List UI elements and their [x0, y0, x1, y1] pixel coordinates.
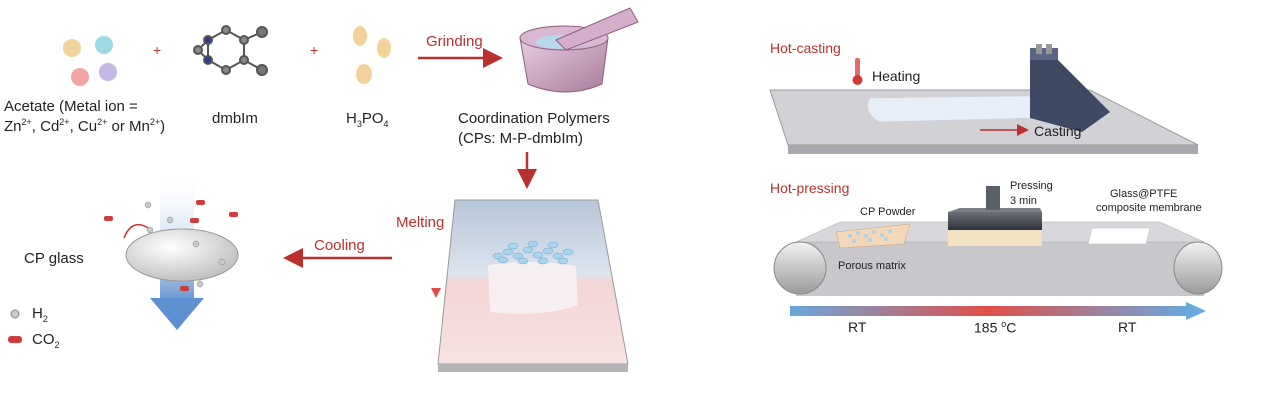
grinding-label: Grinding — [426, 33, 483, 50]
membrane-label-line2: composite membrane — [1096, 202, 1202, 214]
co2-legend-icon — [8, 336, 22, 343]
heating-label: Heating — [872, 68, 921, 84]
porous-matrix-label: Porous matrix — [838, 260, 906, 272]
acetate-label-line1: Acetate (Metal ion = — [4, 98, 138, 115]
melting-arrow-head-icon — [431, 288, 441, 298]
dmbim-molecule-icon — [193, 25, 268, 76]
hot-pressing-scene — [773, 186, 1223, 296]
h2-legend-icon — [10, 309, 20, 319]
pressing-label-line1: Pressing — [1010, 180, 1053, 192]
temperature-arrow-head-icon — [1186, 302, 1206, 320]
dmbim-label: dmbIm — [212, 110, 258, 127]
temp-mid-label: 185 oC — [974, 319, 1017, 336]
melting-plate-icon — [437, 199, 629, 372]
legend-h2: H2 — [32, 305, 48, 324]
hot-casting-title: Hot-casting — [770, 40, 841, 56]
acetate-label-line2: Zn2+, Cd2+, Cu2+ or Mn2+) — [4, 117, 166, 135]
cp-label-line1: Coordination Polymers — [458, 110, 610, 127]
melting-label: Melting — [396, 214, 445, 231]
casting-label: Casting — [1034, 123, 1082, 139]
phosphoric-acid-drops-icon — [353, 26, 391, 84]
thermometer-icon — [852, 58, 863, 85]
metal-acetate-dots-icon — [63, 36, 117, 86]
cp-glass-label: CP glass — [24, 250, 84, 267]
plus-sign-2: + — [310, 42, 319, 58]
membrane-label-line1: Glass@PTFE — [1110, 188, 1178, 200]
pressing-label-line2: 3 min — [1010, 195, 1037, 207]
mortar-pestle-icon — [519, 7, 639, 93]
hot-pressing-title: Hot-pressing — [770, 180, 850, 196]
legend-co2: CO2 — [32, 331, 60, 350]
cp-label-line2: (CPs: M-P-dmbIm) — [458, 130, 583, 147]
hot-casting-scene — [769, 44, 1199, 154]
temperature-gradient-bar — [790, 306, 1186, 316]
h3po4-label: H3PO4 — [346, 110, 389, 129]
temp-left-label: RT — [848, 319, 867, 335]
cp-glass-icon — [104, 170, 239, 330]
temp-right-label: RT — [1118, 319, 1137, 335]
plus-sign-1: + — [153, 42, 162, 58]
cooling-label: Cooling — [314, 237, 365, 254]
cp-powder-label: CP Powder — [860, 206, 916, 218]
